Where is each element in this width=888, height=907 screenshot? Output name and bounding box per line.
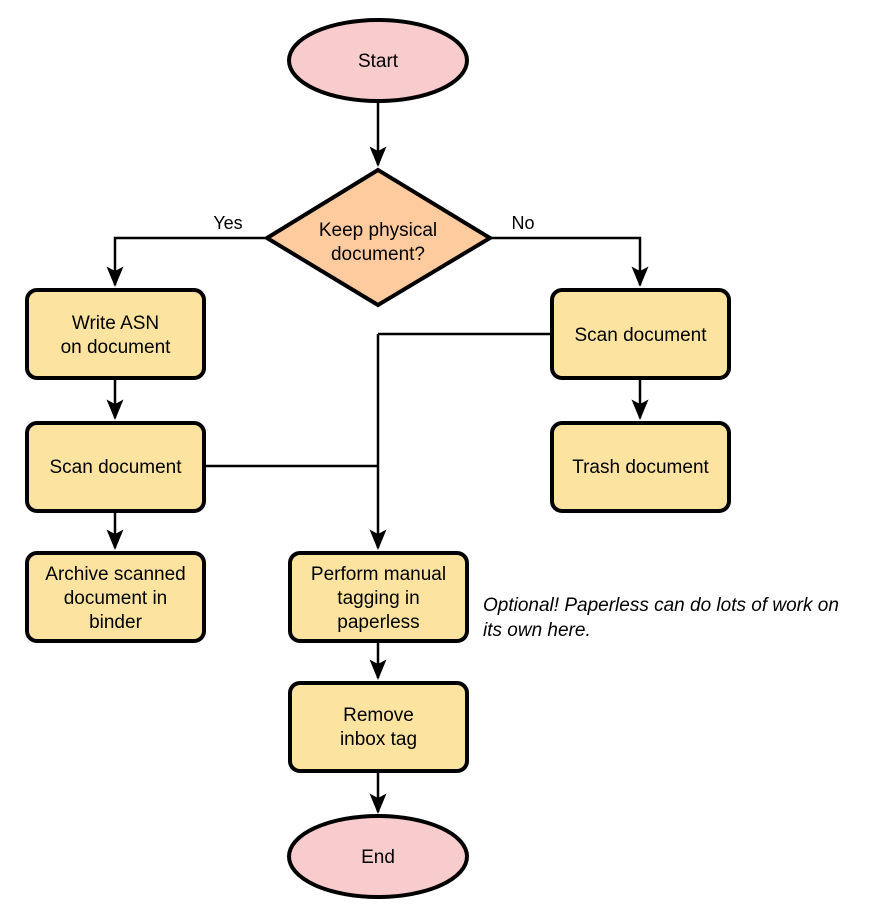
archive-label-line3: binder [89,612,142,633]
write-asn-label-line2: on document [61,337,172,358]
remove-inbox-box-shape [288,681,469,773]
connector-decision-no-to-scan-right [490,236,649,287]
decision-label-line2: document? [331,244,425,265]
remove-inbox-label-line1: Remove [343,705,414,726]
branch-label-no: No [511,213,534,233]
remove-inbox-label-line2: inbox tag [340,729,417,750]
optional-note-line2: its own here. [483,620,591,641]
archive-box-shape [25,551,206,643]
start-ellipse-shape [287,18,469,103]
node-archive-scanned-document[interactable]: Archive scanned document in binder [25,551,206,643]
scan-document-left-box-shape [25,421,206,513]
decision-label-line1: Keep physical [319,220,437,241]
tagging-label-line2: tagging in [337,588,419,609]
trash-document-box-shape [550,421,731,513]
end-label: End [361,847,395,868]
node-trash-document[interactable]: Trash document [550,421,731,513]
node-scan-document-right[interactable]: Scan document [550,288,731,380]
end-ellipse-shape [287,814,469,899]
node-start[interactable]: Start [287,18,469,103]
write-asn-box-shape [25,288,206,380]
trash-document-label: Trash document [572,457,709,478]
archive-label-line2: document in [64,588,168,609]
node-write-asn-on-document[interactable]: Write ASN on document [25,288,206,380]
connector-decision-yes-to-write-asn [106,236,267,287]
scan-document-right-label: Scan document [574,325,707,346]
archive-label-line1: Archive scanned [45,564,185,585]
branch-label-yes: Yes [213,213,242,233]
tagging-box-shape [288,551,469,643]
node-perform-manual-tagging[interactable]: Perform manual tagging in paperless [288,551,469,643]
node-decision-keep-physical-document[interactable]: Keep physical document? [263,167,494,308]
tagging-label-line3: paperless [337,612,419,633]
decision-diamond-shape [263,167,494,308]
annotation-optional-note: Optional! Paperless can do lots of work … [483,595,839,641]
connectors [106,101,649,814]
scan-document-right-box-shape [550,288,731,380]
tagging-label-line1: Perform manual [311,564,446,585]
node-end[interactable]: End [287,814,469,899]
start-label: Start [358,51,399,72]
node-remove-inbox-tag[interactable]: Remove inbox tag [288,681,469,773]
scan-document-left-label: Scan document [49,457,182,478]
node-scan-document-left[interactable]: Scan document [25,421,206,513]
write-asn-label-line1: Write ASN [72,313,159,334]
optional-note-line1: Optional! Paperless can do lots of work … [483,595,839,616]
